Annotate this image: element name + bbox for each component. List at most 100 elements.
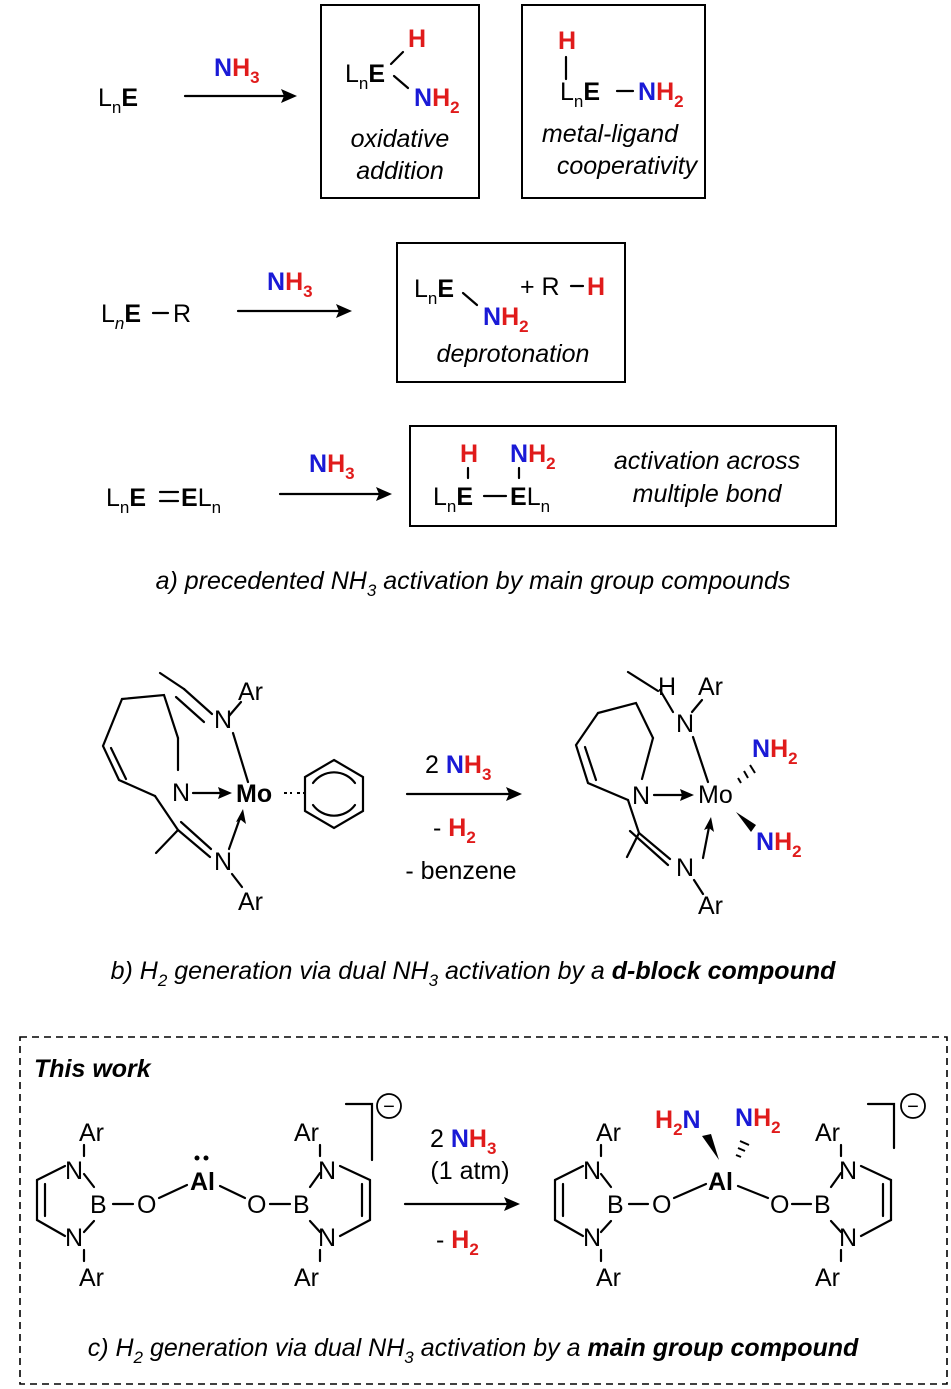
c-p-b2: B <box>814 1191 831 1219</box>
mo-benzene-complex: Ar N N Mo N Ar <box>101 671 365 916</box>
oxidative-addition-box: H LnE NH2 oxidative addition <box>320 4 480 199</box>
c-p-ar1: Ar <box>596 1119 621 1147</box>
product-n-pyridine: N <box>632 782 650 810</box>
c-p-nh2: NH2 <box>735 1104 781 1137</box>
c-r-al: Al <box>190 1168 215 1196</box>
mlc-lne-label: LnE <box>560 78 600 111</box>
deprotonation-box: LnE NH2 + R H deprotonation <box>396 242 626 383</box>
c-p-b1: B <box>607 1191 624 1219</box>
row3-arrow <box>278 487 392 501</box>
product-nh2-upper: NH2 <box>752 735 798 768</box>
mlc-caption-line1: metal-ligand <box>542 120 679 148</box>
aluminium-diamide-product: H2N NH2 Ar N B O Al O B N Ar <box>553 1093 926 1292</box>
oa-caption-line2: addition <box>356 157 444 185</box>
oa-caption-line1: oxidative <box>351 125 450 153</box>
mb-eln-label: ELn <box>510 483 550 516</box>
dp-plus-r-label: + R <box>520 273 560 301</box>
b-cond-2nh3: 2 NH3 <box>425 751 491 784</box>
panel-b-conditions: 2 NH3 - H2 - benzene <box>405 751 522 885</box>
c-r-ar2: Ar <box>294 1119 319 1147</box>
row2-r-label: R <box>173 300 191 328</box>
reactant-mo: Mo <box>236 780 272 808</box>
row1-arrow <box>183 89 297 103</box>
reactant-n-pyridine: N <box>172 779 190 807</box>
c-p-charge: − <box>907 1096 919 1118</box>
row3-reagent: NH3 <box>309 450 355 483</box>
product-n-top: N <box>676 710 694 738</box>
reactant-n-bottom: N <box>214 848 232 876</box>
c-r-charge: − <box>383 1096 395 1118</box>
reactant-ar-top: Ar <box>238 678 263 706</box>
c-r-ar3: Ar <box>79 1264 104 1292</box>
dp-lne-label: LnE <box>414 275 454 308</box>
product-n-bottom: N <box>676 854 694 882</box>
product-nh2-lower: NH2 <box>756 828 802 861</box>
panel-c: This work Ar N B O Al O B N Ar <box>19 1036 948 1385</box>
c-r-o1: O <box>137 1191 156 1219</box>
mlc-nh2-label: NH2 <box>638 78 684 111</box>
row3-reactant: LnE ELn <box>106 484 221 517</box>
this-work-title: This work <box>34 1055 152 1083</box>
row2-reactant: LnE R <box>101 300 191 333</box>
b-cond-minus-h2: - H2 <box>433 814 476 847</box>
c-p-o2: O <box>770 1191 789 1219</box>
mb-caption-line1: activation across <box>614 447 800 475</box>
product-ar-top: Ar <box>698 673 723 701</box>
c-p-h2n: H2N <box>655 1106 701 1139</box>
c-p-n3: N <box>583 1224 601 1252</box>
c-r-o2: O <box>247 1191 266 1219</box>
c-cond-1atm: (1 atm) <box>430 1157 509 1185</box>
mo-bis-amide-product: H Ar N N Mo N Ar NH2 NH2 <box>574 670 802 920</box>
panel-c-caption: c) H2 generation via dual NH3 activation… <box>88 1334 859 1367</box>
c-p-o1: O <box>652 1191 671 1219</box>
c-r-b2: B <box>293 1191 310 1219</box>
c-cond-2nh3: 2 NH3 <box>430 1125 496 1158</box>
row3-eln-right: ELn <box>181 484 221 517</box>
row2-lne-label: LnE <box>101 300 141 333</box>
c-r-n4: N <box>318 1224 336 1252</box>
c-p-n2: N <box>839 1157 857 1185</box>
c-p-ar2: Ar <box>815 1119 840 1147</box>
row2-arrow <box>236 304 352 318</box>
aluminyl-anion-reactant: Ar N B O Al O B N Ar N Ar <box>35 1093 402 1292</box>
c-cond-minus-h2: - H2 <box>436 1226 479 1259</box>
multiple-bond-box: H NH2 LnE ELn activation across multiple… <box>409 425 837 527</box>
mlc-h-label: H <box>558 27 576 55</box>
oa-lne-label: LnE <box>345 60 385 93</box>
product-h: H <box>658 673 676 701</box>
metal-ligand-cooperativity-box: H LnE NH2 metal-ligand cooperativity <box>521 4 706 199</box>
c-p-ar4: Ar <box>815 1264 840 1292</box>
oa-nh2-label: NH2 <box>414 84 460 117</box>
row3-lne-left: LnE <box>106 484 146 517</box>
row1-nh3-label: NH3 <box>214 54 260 87</box>
mb-caption-line2: multiple bond <box>633 480 783 508</box>
c-r-b1: B <box>90 1191 107 1219</box>
c-r-n1: N <box>65 1157 83 1185</box>
dp-nh2-label: NH2 <box>483 303 529 336</box>
b-cond-minus-benzene: - benzene <box>405 857 516 885</box>
panel-a: LnE NH3 H LnE NH2 oxidative addition H L… <box>98 4 837 600</box>
product-ar-bottom: Ar <box>698 892 723 920</box>
dp-caption: deprotonation <box>437 340 590 368</box>
oa-h-label: H <box>408 25 426 53</box>
this-work-dashed-box <box>19 1036 948 1385</box>
mb-h-label: H <box>460 440 478 468</box>
mb-lne-label: LnE <box>433 483 473 516</box>
row1-reactant-label: LnE <box>98 84 138 117</box>
mb-nh2-label: NH2 <box>510 440 556 473</box>
product-mo: Mo <box>698 781 733 809</box>
c-r-ar1: Ar <box>79 1119 104 1147</box>
dp-h-label: H <box>587 273 605 301</box>
panel-b: Ar N N Mo N Ar 2 NH3 - H2 - benzene <box>101 670 836 990</box>
c-p-n1: N <box>583 1157 601 1185</box>
mlc-caption-line2: cooperativity <box>557 152 699 180</box>
c-p-n4: N <box>839 1224 857 1252</box>
row3-nh3-label: NH3 <box>309 450 355 483</box>
row2-reagent: NH3 <box>267 268 313 301</box>
c-p-al: Al <box>708 1168 733 1196</box>
reactant-n-top: N <box>214 706 232 734</box>
c-r-n3: N <box>65 1224 83 1252</box>
panel-c-conditions: 2 NH3 (1 atm) - H2 <box>403 1125 520 1259</box>
row1-reagent: NH3 <box>214 54 260 87</box>
